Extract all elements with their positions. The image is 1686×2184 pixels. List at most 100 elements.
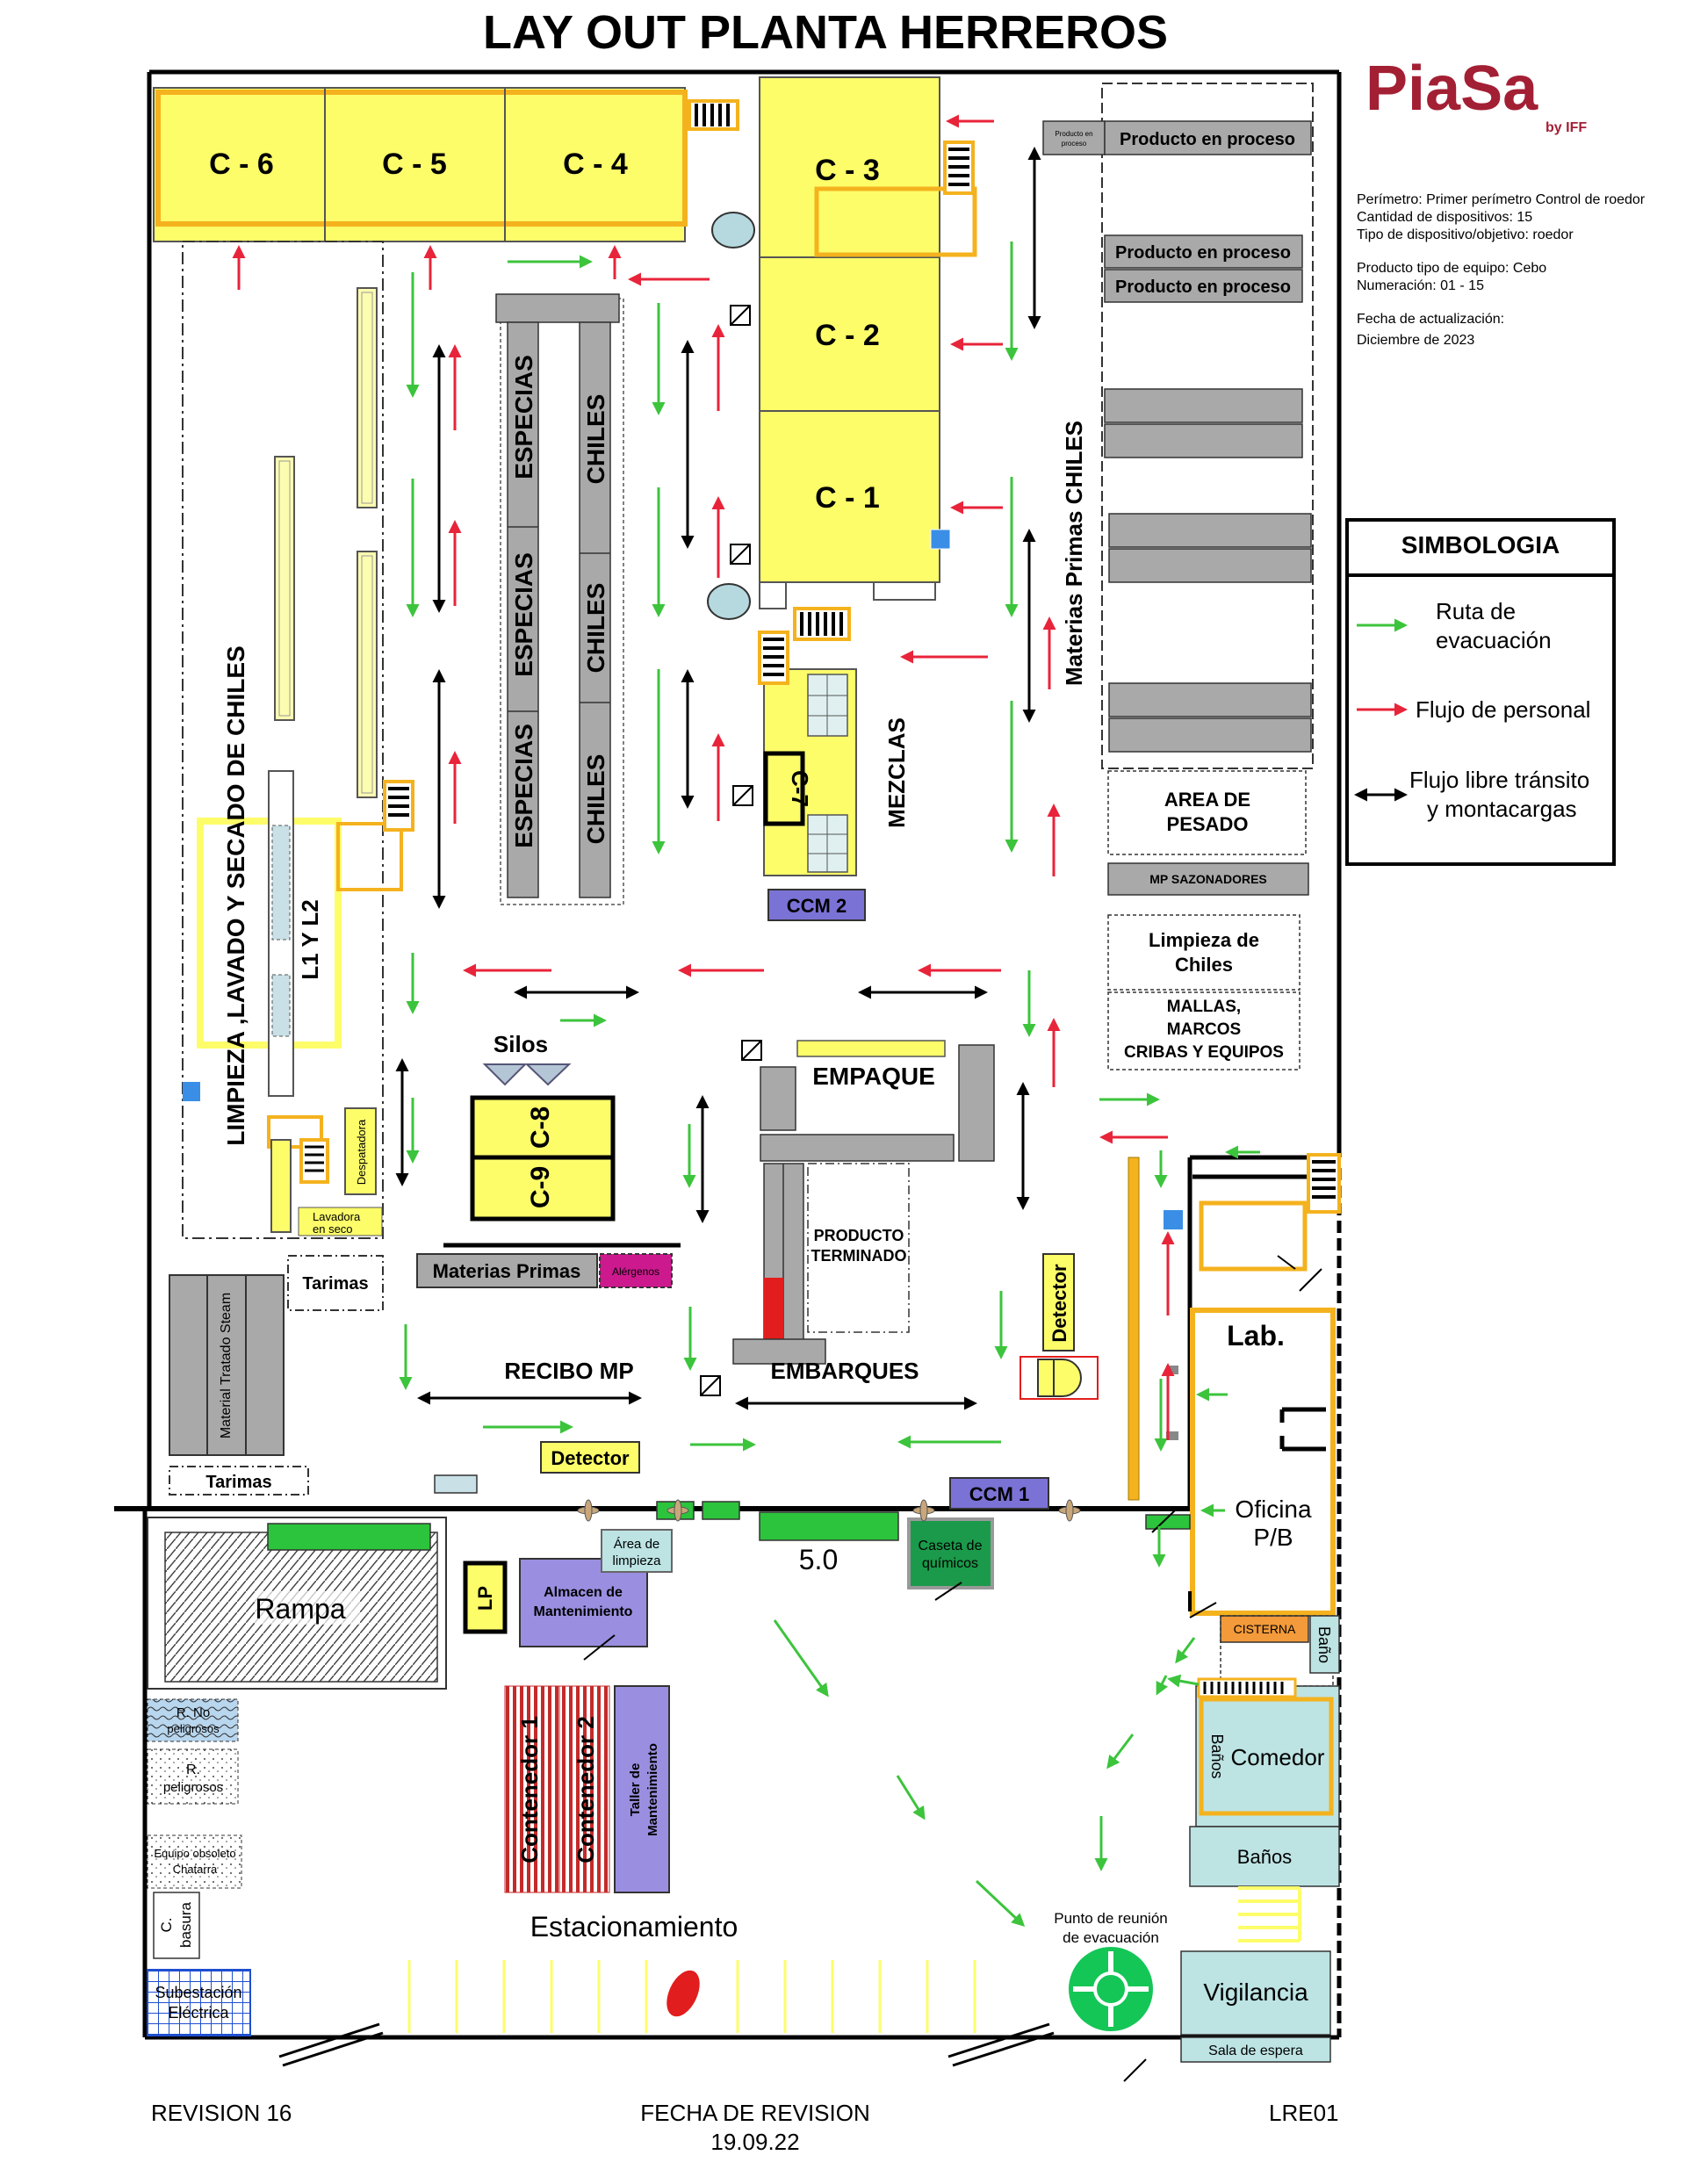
room-c8: C-8 <box>526 1106 555 1149</box>
mezclas-label: MEZCLAS <box>883 717 910 828</box>
especias-chiles-racks: ESPECIAS ESPECIAS ESPECIAS CHILES CHILES… <box>495 293 624 905</box>
almacen-label-1: Almacen de <box>544 1585 623 1600</box>
room-c3: C - 3 <box>815 154 880 187</box>
mallas-label-1: MALLAS, <box>1167 998 1241 1016</box>
despatadora-label: Despatadora <box>355 1119 368 1185</box>
basura-label-2: basura <box>177 1901 194 1948</box>
producto-proceso-label-2: Producto en proceso <box>1115 243 1291 263</box>
silos-label: Silos <box>494 1031 548 1057</box>
basura-label-1: C. <box>158 1918 175 1933</box>
fan-icons <box>577 1499 1081 1522</box>
info-cantidad: Cantidad de dispositivos: 15 <box>1357 210 1532 225</box>
detector-label-2: Detector <box>551 1447 630 1469</box>
tank-icon <box>707 583 751 620</box>
legend-libre-1: Flujo libre tránsito <box>1409 767 1589 793</box>
footer: REVISION 16 FECHA DE REVISION 19.09.22 L… <box>151 2100 1339 2155</box>
bano-label: Baño <box>1315 1626 1333 1663</box>
plant-walls <box>114 69 1342 2040</box>
r-peligrosos-label-2: peligrosos <box>163 1780 223 1795</box>
area-pesado-label-2: PESADO <box>1167 813 1249 835</box>
legend-title: SIMBOLOGIA <box>1401 531 1560 559</box>
limpieza-chiles-label-1: Limpieza de <box>1149 929 1259 951</box>
mezclas-area: C-7 MEZCLAS CCM 2 <box>758 607 910 921</box>
punto-reunion-label-2: de evacuación <box>1063 1929 1159 1946</box>
area-limpieza-label-1: Área de <box>614 1537 660 1552</box>
rack-especias-3: ESPECIAS <box>510 724 537 848</box>
almacen-label-2: Mantenimiento <box>534 1604 633 1619</box>
lavadora-label-2: en seco <box>313 1222 353 1236</box>
rampa-label: Rampa <box>255 1593 345 1625</box>
extinguisher-icon <box>183 1082 200 1101</box>
equipo-obsoleto-label-2: Chatarra <box>173 1863 218 1876</box>
footer-fecha-label: FECHA DE REVISION <box>640 2100 870 2126</box>
recibo-mp-label: RECIBO MP <box>504 1358 633 1384</box>
oficina-label-1: Oficina <box>1235 1496 1312 1523</box>
room-c5: C - 5 <box>382 148 447 181</box>
car-icon <box>666 1970 700 2017</box>
room-c4: C - 4 <box>563 148 628 181</box>
info-numeracion: Numeración: 01 - 15 <box>1357 278 1484 293</box>
caseta-label-1: Caseta de <box>919 1539 983 1553</box>
lab-label: Lab. <box>1227 1320 1285 1351</box>
rack-chiles-2: CHILES <box>582 583 609 674</box>
ccm2-label: CCM 2 <box>787 895 847 917</box>
rack-especias-1: ESPECIAS <box>510 355 537 479</box>
cold-rooms-top: C - 6 C - 5 C - 4 <box>153 87 739 242</box>
mp-sazonadores-label: MP SAZONADORES <box>1149 872 1267 886</box>
area-pesado-label-1: AREA DE <box>1164 789 1250 811</box>
silos-area: Silos C-8 C-9 Materias Primas Alérgenos <box>416 1031 681 1288</box>
embarques-label: EMBARQUES <box>770 1358 919 1384</box>
producto-terminado-label-2: TERMINADO <box>811 1247 907 1265</box>
vigilancia-label: Vigilancia <box>1203 1979 1308 2006</box>
detector-label-1: Detector <box>1048 1264 1070 1343</box>
producto-terminado-label-1: PRODUCTO <box>814 1227 904 1244</box>
info-fecha-label: Fecha de actualización: <box>1357 312 1504 327</box>
materias-primas-label: Materias Primas <box>433 1260 581 1282</box>
ccm1-label: CCM 1 <box>969 1483 1029 1505</box>
sala-espera-label: Sala de espera <box>1208 2043 1303 2058</box>
tank-icon <box>711 212 755 249</box>
page-title: LAY OUT PLANTA HERREROS <box>483 6 1168 59</box>
r-peligrosos-label-1: R. <box>186 1762 200 1777</box>
footer-fecha-value: 19.09.22 <box>710 2129 799 2155</box>
info-perimetro: Perímetro: Primer perímetro Control de r… <box>1357 192 1646 207</box>
lavadora-label-1: Lavadora <box>313 1210 361 1223</box>
material-tratado-label: Material Tratado Steam <box>219 1293 234 1438</box>
flow-arrows <box>232 114 1260 1928</box>
oficina-label-2: P/B <box>1253 1524 1293 1551</box>
limpieza-lavado-area: LIMPIEZA ,LAVADO Y SECADO DE CHILES L1 Y… <box>182 241 414 1239</box>
producto-proceso-small-label: Producto en <box>1055 130 1092 138</box>
punto-reunion-label-1: Punto de reunión <box>1054 1910 1168 1927</box>
tarimas-label-1: Tarimas <box>302 1274 368 1294</box>
limpieza-chiles-label-2: Chiles <box>1175 954 1233 976</box>
equipo-obsoleto-label-1: Equipo obsoleto <box>154 1847 235 1860</box>
room-c9: C-9 <box>526 1166 555 1208</box>
area-limpieza-label-2: limpieza <box>612 1553 661 1568</box>
svg-text:proceso: proceso <box>1062 140 1087 148</box>
alergenos-label: Alérgenos <box>612 1265 659 1278</box>
cisterna-label: CISTERNA <box>1234 1622 1296 1636</box>
area-limpieza-lavado-label: LIMPIEZA ,LAVADO Y SECADO DE CHILES <box>222 645 249 1145</box>
mallas-label-2: MARCOS <box>1167 1020 1241 1039</box>
room-c7: C-7 <box>787 770 813 807</box>
cold-rooms-column: C - 3 C - 2 C - 1 <box>759 76 977 609</box>
legend-evac-2: evacuación <box>1436 627 1552 653</box>
subestacion-label-2: Eléctrica <box>168 2004 229 2022</box>
rack-chiles-3: CHILES <box>582 754 609 845</box>
r-no-peligrosos-label-2: peligrosos <box>167 1722 220 1735</box>
banos-label: Baños <box>1237 1846 1292 1868</box>
legend-libre-2: y montacargas <box>1427 796 1577 822</box>
subestacion-label-1: Subestación <box>155 1984 241 2001</box>
room-c1: C - 1 <box>815 481 880 515</box>
footer-revision: REVISION 16 <box>151 2100 292 2126</box>
comedor-label: Comedor <box>1231 1744 1325 1770</box>
rack-chiles-1: CHILES <box>582 394 609 485</box>
info-fecha-value: Diciembre de 2023 <box>1357 333 1474 348</box>
logo-sub: by IFF <box>1546 120 1587 135</box>
banos-vertical-label: Baños <box>1208 1734 1226 1778</box>
mp-chiles-area: Producto en proceso Producto en proceso … <box>1042 83 1314 1070</box>
mp-chiles-label: Materias Primas CHILES <box>1061 421 1087 686</box>
empaque-label: EMPAQUE <box>812 1063 935 1090</box>
legend-evac-1: Ruta de <box>1436 598 1516 624</box>
